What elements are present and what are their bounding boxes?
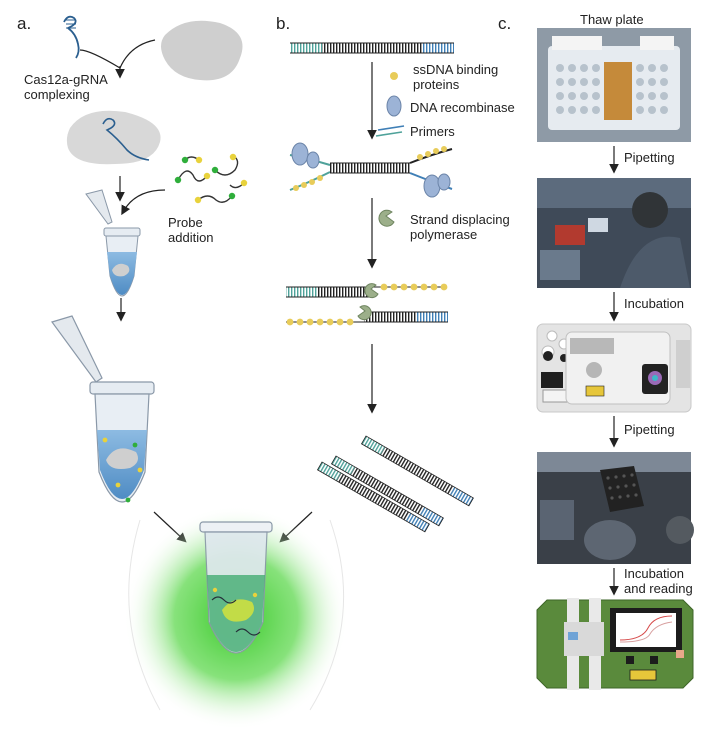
probe-icon	[174, 153, 248, 204]
cas12a-protein-icon	[161, 20, 243, 81]
step-incubation-label: Incubation	[624, 296, 684, 311]
step-pipetting-2-label: Pipetting	[624, 422, 675, 437]
recombinase-icon	[386, 95, 402, 117]
polymerase-label: Strand displacing polymerase	[410, 212, 510, 242]
dna-duplex-icon	[286, 283, 448, 299]
tube-icon	[51, 315, 155, 503]
cas12a-grna-complex-icon	[66, 110, 161, 165]
recombinase-label: DNA recombinase	[410, 100, 515, 115]
panel-b-letter: b.	[276, 14, 291, 33]
instrument-illustration	[536, 323, 692, 413]
thaw-plate-label: Thaw plate	[580, 12, 644, 27]
probe-addition-label: Probe addition	[168, 215, 214, 245]
primers-icon	[375, 125, 405, 137]
panel-b	[286, 42, 474, 533]
instrument-illustration	[536, 598, 694, 690]
dna-duplex-icon	[289, 142, 453, 198]
plate-photo	[537, 28, 691, 142]
step-pipetting-1-label: Pipetting	[624, 150, 675, 165]
polymerase-icon	[378, 209, 395, 227]
step-incubation-reading-label: Incubation and reading	[624, 566, 693, 596]
ssb-icon	[390, 72, 398, 80]
dna-duplex-icon	[286, 305, 448, 326]
plate-photo	[537, 178, 691, 288]
tube-icon	[199, 521, 273, 654]
complexing-label: Cas12a-gRNA complexing	[24, 72, 108, 102]
panel-c	[536, 28, 694, 690]
dna-duplex-icon	[316, 435, 474, 533]
panel-a-letter: a.	[17, 14, 32, 33]
primers-label: Primers	[410, 124, 455, 139]
plate-photo	[537, 452, 694, 564]
panel-a	[51, 15, 348, 730]
panel-c-letter: c.	[498, 14, 512, 33]
tube-icon	[85, 189, 141, 297]
grna-icon	[63, 15, 80, 59]
dna-duplex-icon	[290, 42, 454, 54]
ssb-label: ssDNA binding proteins	[413, 62, 499, 92]
